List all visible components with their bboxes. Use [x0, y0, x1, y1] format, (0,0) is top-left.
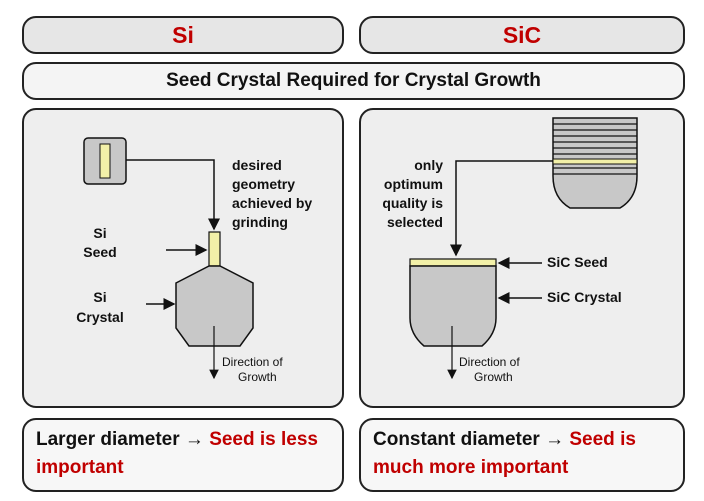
si-crystal-label-2: Crystal — [76, 309, 123, 325]
si-direction-label-2: Growth — [238, 370, 277, 384]
si-crystal-label-1: Si — [93, 289, 106, 305]
sic-header-label: SiC — [502, 21, 542, 48]
si-desired-line-2: geometry — [232, 176, 295, 192]
sic-optimum-line-3: quality is — [382, 195, 443, 211]
si-footer-arrow: → — [184, 429, 204, 450]
sic-seed — [409, 258, 497, 267]
si-crystal — [175, 265, 254, 347]
sic-footer-black: Constant diameter — [373, 429, 540, 450]
sic-footer-arrow: → — [545, 429, 565, 450]
banner: Seed Crystal Required for Crystal Growth — [22, 62, 685, 100]
si-seed — [208, 231, 221, 267]
si-desired-line-1: desired — [232, 157, 282, 173]
si-desired-line-3: achieved by — [232, 195, 312, 211]
si-direction-label-1: Direction of — [222, 355, 283, 369]
si-panel — [22, 108, 344, 408]
sic-direction-label-2: Growth — [474, 370, 513, 384]
sic-direction-label-1: Direction of — [459, 355, 520, 369]
si-seed-label-2: Seed — [83, 244, 116, 260]
si-footer-black: Larger diameter — [36, 429, 180, 450]
si-seed-label-1: Si — [93, 225, 106, 241]
sic-footer-red: Seed is much more important — [373, 429, 636, 478]
si-desired-line-4: grinding — [232, 214, 288, 230]
si-seed-chip-inner — [99, 143, 111, 179]
sic-header: SiC — [359, 16, 685, 54]
si-footer-red: Seed is less important — [36, 429, 318, 478]
si-footer: Larger diameter → Seed is less important — [22, 418, 344, 492]
sic-boule-slices — [553, 123, 637, 175]
si-grind-arrow — [126, 159, 220, 231]
sic-selected-wafer — [552, 158, 638, 165]
si-header-label: Si — [172, 21, 194, 48]
sic-footer: Constant diameter → Seed is much more im… — [359, 418, 685, 492]
si-header: Si — [22, 16, 344, 54]
sic-select-arrow — [450, 160, 553, 257]
sic-optimum-line-4: selected — [387, 214, 443, 230]
sic-optimum-line-2: optimum — [384, 176, 443, 192]
banner-title: Seed Crystal Required for Crystal Growth — [166, 70, 541, 91]
sic-optimum-line-1: only — [414, 157, 443, 173]
sic-crystal — [409, 265, 497, 347]
sic-seed-label: SiC Seed — [547, 254, 608, 270]
sic-crystal-label: SiC Crystal — [547, 289, 622, 305]
